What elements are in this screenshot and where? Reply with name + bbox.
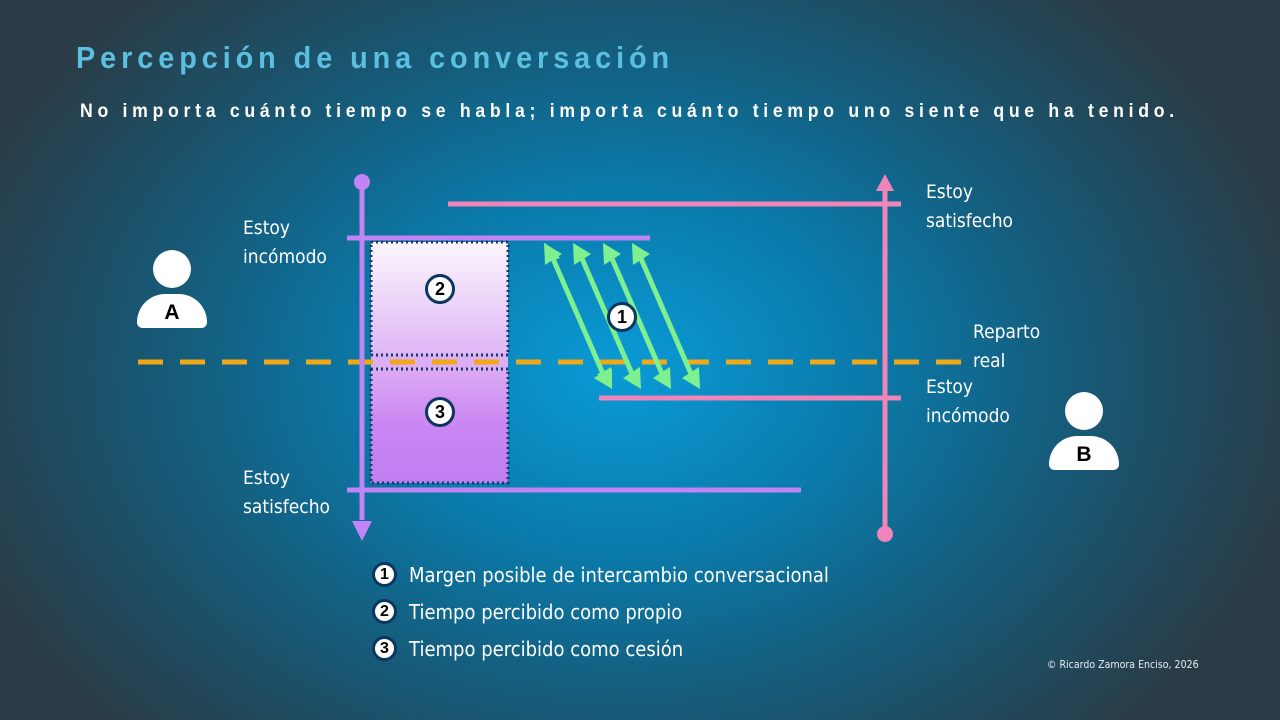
legend-text: Tiempo percibido como cesión: [409, 636, 684, 661]
axis-b: [448, 174, 901, 542]
legend-number-badge: 2: [372, 599, 397, 624]
person-head: [1065, 392, 1103, 430]
axis-a: [347, 174, 801, 541]
person-b-icon: B: [1049, 392, 1119, 472]
label-line: Estoy: [243, 217, 291, 239]
label-a-uncomfortable: Estoy incómodo: [243, 214, 327, 272]
label-line: real: [973, 350, 1006, 372]
label-b-satisfied: Estoy satisfecho: [926, 178, 1013, 236]
legend: 1 Margen posible de intercambio conversa…: [372, 556, 876, 667]
label-line: incómodo: [243, 246, 327, 268]
label-line: Estoy: [926, 376, 974, 398]
label-line: satisfecho: [243, 496, 331, 518]
label-line: satisfecho: [926, 210, 1014, 232]
region-2-badge: 2: [425, 274, 455, 304]
person-body: B: [1049, 436, 1119, 470]
legend-item: 2 Tiempo percibido como propio: [372, 593, 876, 630]
label-a-satisfied: Estoy satisfecho: [243, 464, 330, 522]
person-body: A: [137, 294, 207, 328]
label-line: incómodo: [926, 405, 1010, 427]
label-line: Reparto: [973, 321, 1041, 343]
legend-item: 1 Margen posible de intercambio conversa…: [372, 556, 876, 593]
person-b-letter: B: [1076, 443, 1092, 466]
page-title: Percepción de una conversación: [76, 40, 675, 75]
person-head: [153, 250, 191, 288]
region-3-badge: 3: [425, 397, 455, 427]
copyright: © Ricardo Zamora Enciso, 2026: [1047, 659, 1199, 671]
legend-item: 3 Tiempo percibido como cesión: [372, 630, 876, 667]
legend-number-badge: 3: [372, 636, 397, 661]
legend-text: Tiempo percibido como propio: [409, 599, 683, 624]
region-1-badge: 1: [607, 302, 637, 332]
legend-text: Margen posible de intercambio conversaci…: [409, 562, 829, 587]
label-real-split: Reparto real: [973, 318, 1040, 376]
label-line: Estoy: [926, 181, 974, 203]
label-line: Estoy: [243, 467, 291, 489]
legend-number-badge: 1: [372, 562, 397, 587]
page-subtitle: No importa cuánto tiempo se habla; impor…: [80, 101, 1179, 122]
person-a-letter: A: [164, 301, 180, 324]
person-a-icon: A: [137, 250, 207, 330]
label-b-uncomfortable: Estoy incómodo: [926, 373, 1010, 431]
exchange-arrows: [544, 243, 700, 389]
